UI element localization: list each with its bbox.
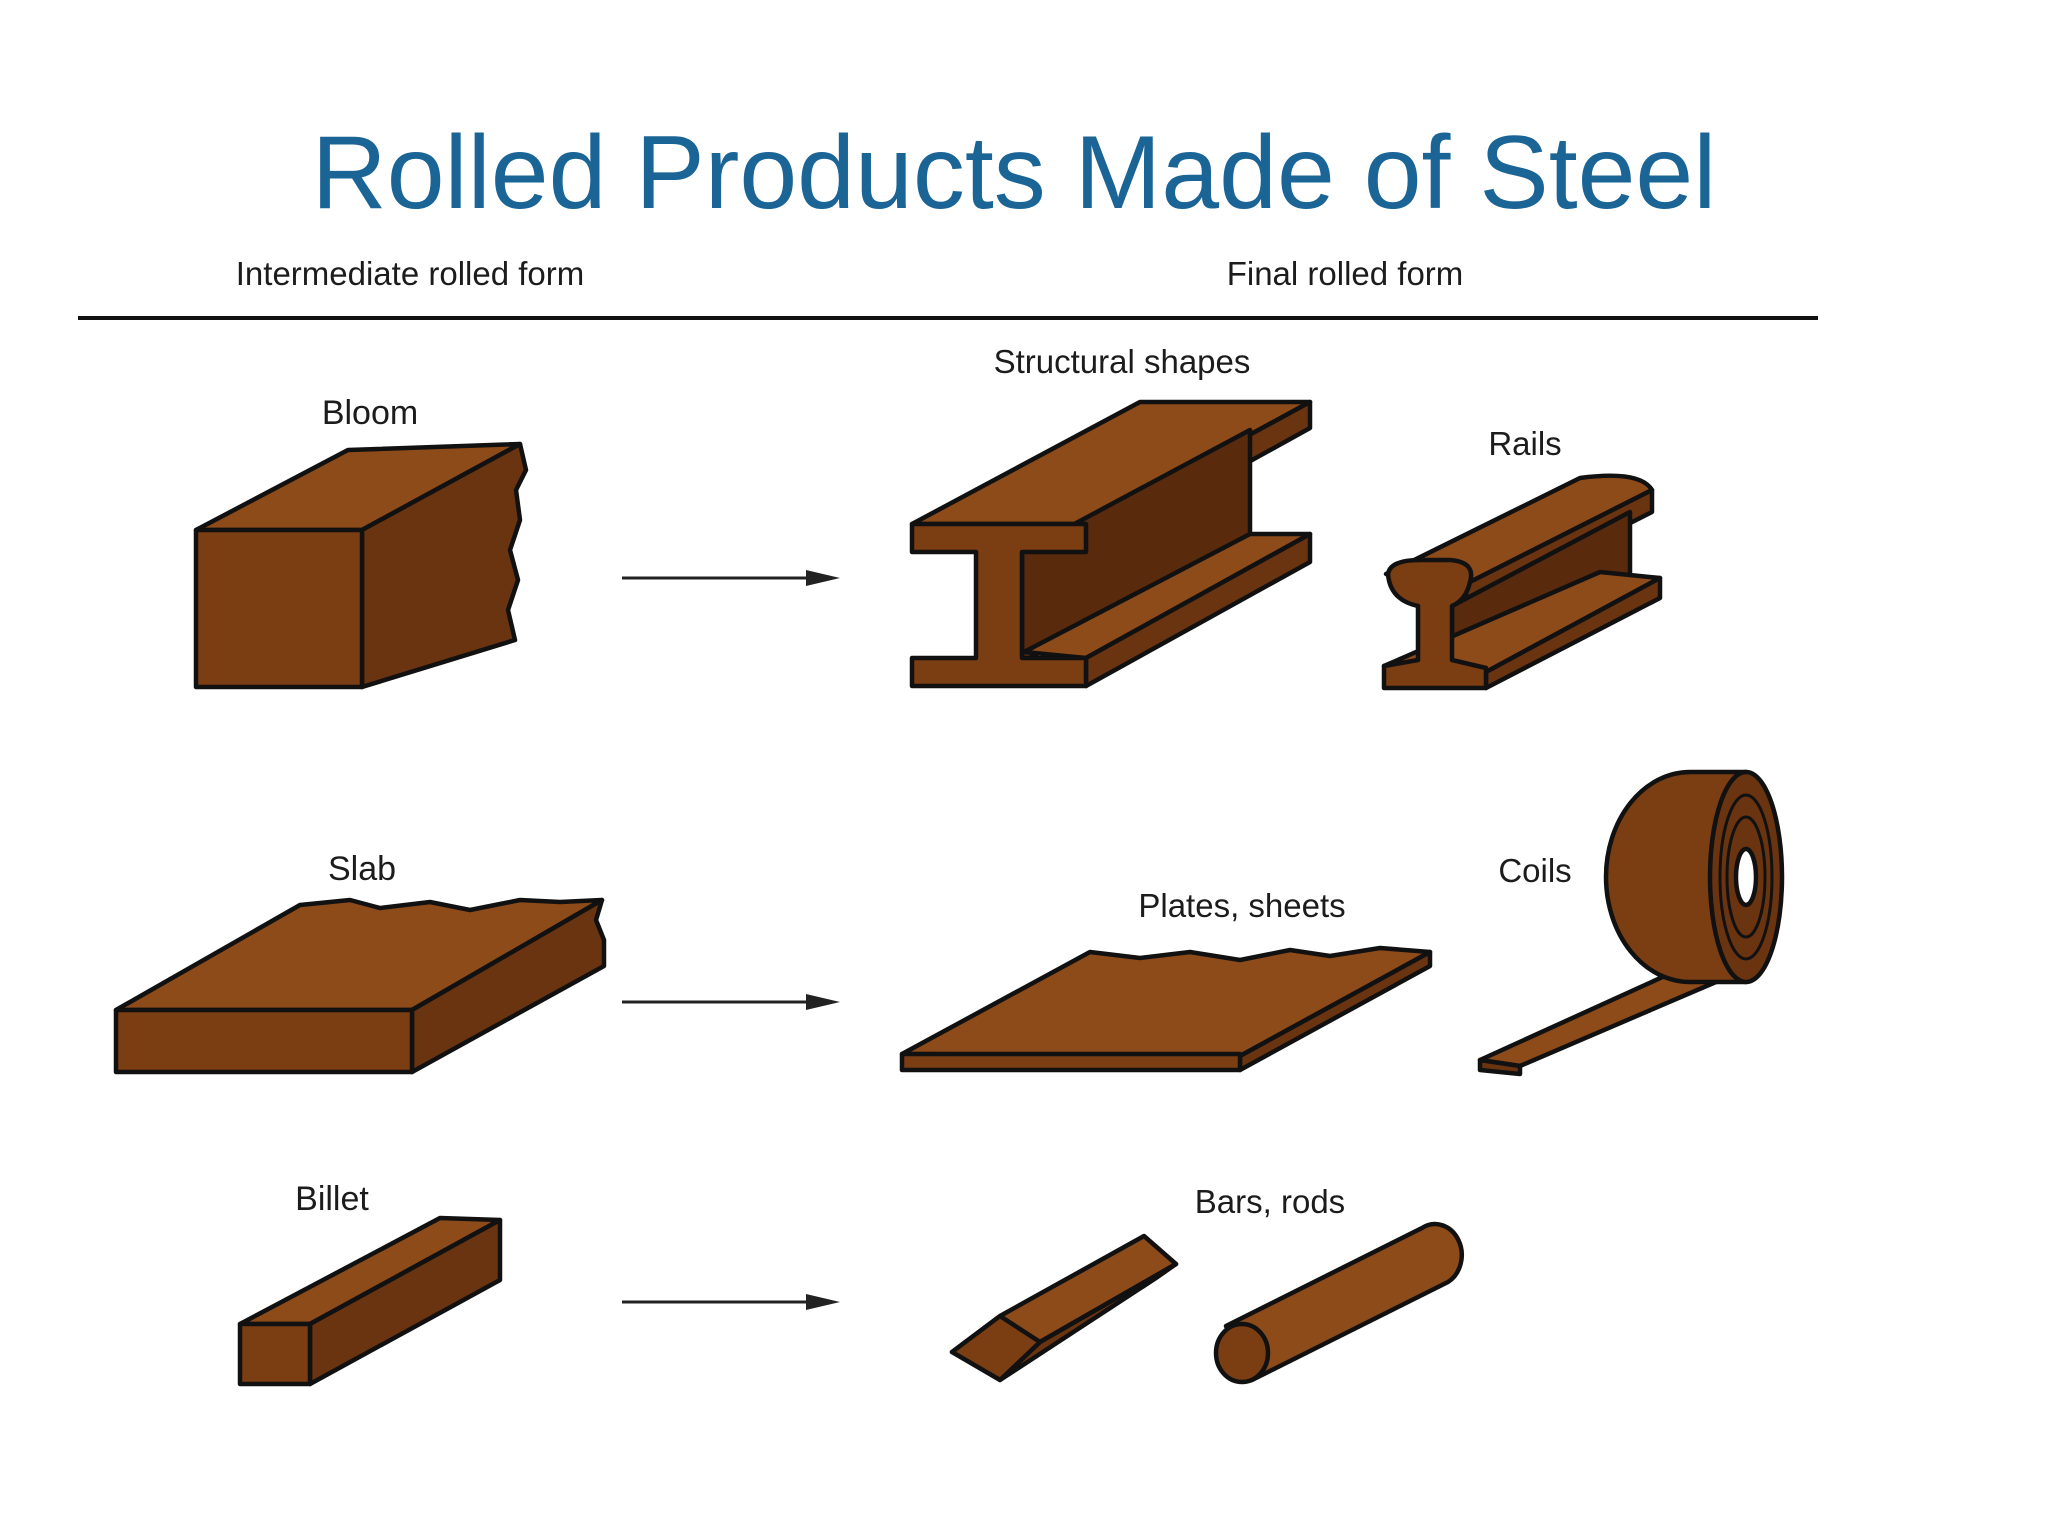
label-structural-shapes: Structural shapes [994, 343, 1251, 380]
label-slab: Slab [328, 850, 396, 888]
label-bloom: Bloom [322, 394, 418, 432]
rod-shape [1213, 1221, 1465, 1385]
arrow-slab-to-final [622, 994, 840, 1010]
bloom-shape [193, 441, 529, 690]
arrow-bloom-to-final [622, 570, 840, 586]
label-bars-rods: Bars, rods [1195, 1183, 1345, 1220]
header-final: Final rolled form [1227, 255, 1464, 292]
i-beam-shape [909, 399, 1313, 689]
billet-shape [237, 1215, 503, 1387]
slab-shape [113, 897, 607, 1075]
coil-shape [1477, 769, 1785, 1077]
label-coils: Coils [1498, 852, 1571, 889]
header-intermediate: Intermediate rolled form [236, 255, 584, 292]
label-billet: Billet [295, 1180, 369, 1218]
bar-shape [949, 1233, 1179, 1383]
label-plates-sheets: Plates, sheets [1138, 887, 1345, 924]
label-rails: Rails [1488, 425, 1561, 462]
plate-shape [899, 945, 1433, 1073]
rail-shape [1381, 473, 1663, 691]
arrow-billet-to-final [622, 1294, 840, 1310]
slide-title: Rolled Products Made of Steel [312, 115, 1717, 231]
